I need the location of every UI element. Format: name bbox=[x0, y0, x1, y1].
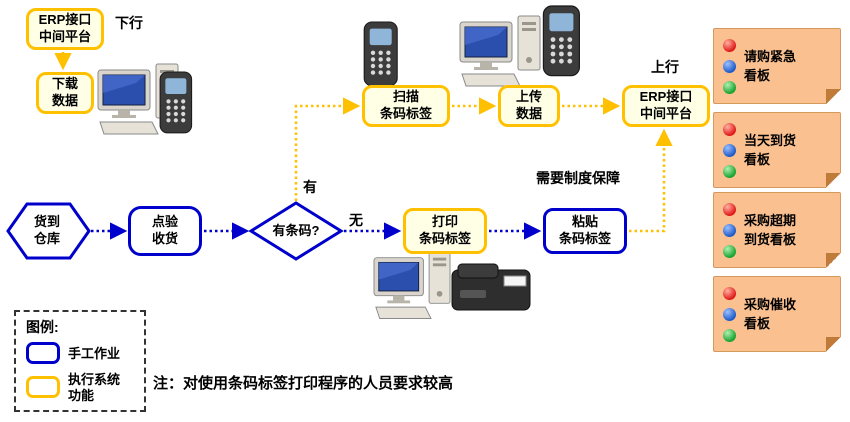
kanban-note-label: 请购紧急 看板 bbox=[744, 48, 797, 84]
node-label: 下载 数据 bbox=[51, 76, 78, 108]
yes-branch-label: 有 bbox=[303, 179, 317, 195]
kanban-note-label: 采购超期 到货看板 bbox=[744, 212, 797, 248]
node-label: ERP接口 中间平台 bbox=[639, 89, 693, 121]
node-check-receive: 点验 收货 bbox=[128, 206, 202, 256]
node-upload-data: 上传 数据 bbox=[498, 85, 560, 127]
node-label: 粘贴 条码标签 bbox=[558, 214, 611, 246]
node-scan-barcode-label: 扫描 条码标签 bbox=[362, 85, 450, 127]
handheld-scanner-icon bbox=[363, 21, 398, 87]
legend-system-label: 执行系统 功能 bbox=[68, 372, 121, 404]
upstream-label: 上行 bbox=[651, 59, 679, 75]
node-print-barcode-label: 打印 条码标签 bbox=[403, 208, 487, 254]
node-label: 点验 收货 bbox=[151, 214, 178, 246]
green-dot-icon bbox=[723, 165, 736, 178]
kanban-note-label: 当天到货 看板 bbox=[744, 132, 797, 168]
node-download-data: 下载 数据 bbox=[36, 72, 94, 114]
green-dot-icon bbox=[723, 81, 736, 94]
kanban-note-label: 采购催收 看板 bbox=[744, 296, 797, 332]
downstream-label: 下行 bbox=[115, 15, 143, 31]
legend-manual-label: 手工作业 bbox=[68, 346, 121, 361]
node-paste-barcode-label: 粘贴 条码标签 bbox=[543, 208, 627, 254]
diamond-label: 有条码? bbox=[272, 222, 320, 238]
node-label: ERP接口 中间平台 bbox=[38, 12, 92, 44]
red-dot-icon bbox=[723, 123, 736, 136]
blue-dot-icon bbox=[723, 308, 736, 321]
handheld-scanner-icon bbox=[159, 71, 193, 134]
red-dot-icon bbox=[723, 39, 736, 52]
folded-corner bbox=[826, 337, 841, 352]
no-branch-label: 无 bbox=[349, 212, 363, 228]
red-dot-icon bbox=[723, 203, 736, 216]
desktop-computer-icon bbox=[373, 251, 451, 319]
green-dot-icon bbox=[723, 245, 736, 258]
legend-box: 图例: 手工作业 执行系统 功能 bbox=[14, 310, 146, 412]
label-printer-icon bbox=[451, 263, 531, 311]
kanban-note-overdue-arrival: 采购超期 到货看板 bbox=[713, 192, 841, 268]
blue-dot-icon bbox=[723, 224, 736, 237]
blue-dot-icon bbox=[723, 60, 736, 73]
folded-corner bbox=[826, 89, 841, 104]
blue-dot-icon bbox=[723, 144, 736, 157]
desktop-computer-icon bbox=[459, 15, 541, 87]
legend-title: 图例: bbox=[26, 319, 59, 335]
kanban-note-urgent-purchase: 请购紧急 看板 bbox=[713, 28, 841, 104]
handheld-scanner-icon bbox=[542, 5, 581, 77]
node-erp-interface-right: ERP接口 中间平台 bbox=[622, 85, 710, 127]
connector-paste-to-erp bbox=[629, 128, 673, 233]
kanban-note-same-day-arrival: 当天到货 看板 bbox=[713, 112, 841, 188]
green-dot-icon bbox=[723, 329, 736, 342]
node-label: 扫描 条码标签 bbox=[379, 89, 432, 121]
footnote-text: 注：对使用条码标签打印程序的人员要求较高 bbox=[153, 375, 454, 392]
legend-manual-swatch bbox=[26, 342, 60, 364]
red-dot-icon bbox=[723, 287, 736, 300]
policy-note-label: 需要制度保障 bbox=[536, 170, 620, 186]
node-erp-interface-top: ERP接口 中间平台 bbox=[26, 8, 104, 50]
folded-corner bbox=[826, 253, 841, 268]
hexagon-label: 货到 仓库 bbox=[33, 214, 60, 246]
node-label: 上传 数据 bbox=[515, 89, 542, 121]
folded-corner bbox=[826, 173, 841, 188]
legend-system-swatch bbox=[26, 376, 60, 398]
desktop-computer-icon bbox=[97, 63, 179, 135]
node-label: 打印 条码标签 bbox=[418, 214, 471, 246]
kanban-note-purchase-reminder: 采购催收 看板 bbox=[713, 276, 841, 352]
